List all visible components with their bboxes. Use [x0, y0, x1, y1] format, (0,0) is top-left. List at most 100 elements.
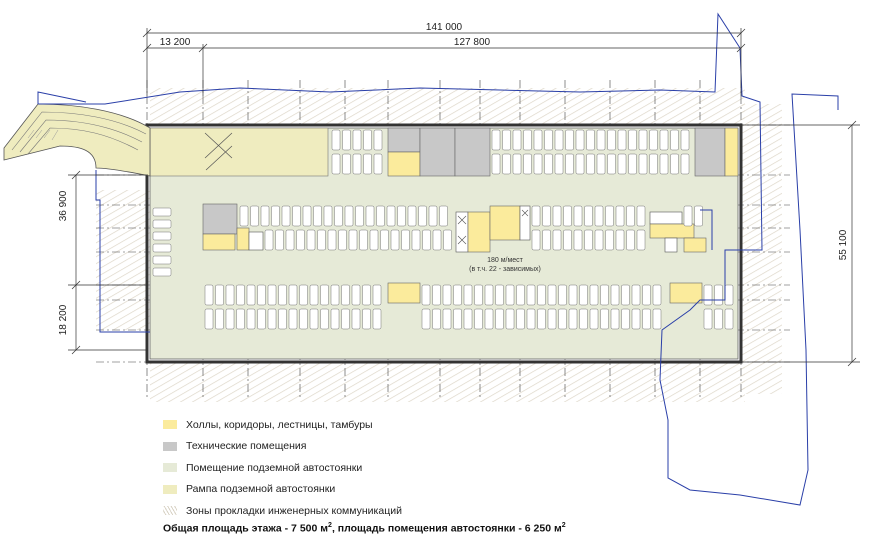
parking-stall: [260, 205, 270, 227]
parking-stall: [317, 229, 326, 251]
parking-stall: [615, 205, 625, 227]
parking-stall: [250, 205, 259, 227]
parking-stall: [474, 308, 483, 330]
parking-stall: [505, 284, 515, 306]
parking-stall: [484, 308, 494, 330]
parking-stall: [288, 308, 298, 330]
legend-label: Рампа подземной автостоянки: [186, 483, 336, 496]
parking-stall: [537, 284, 546, 306]
parking-stall: [714, 308, 723, 330]
parking-area-unit-sup: 2: [561, 522, 566, 529]
parking-stall: [523, 153, 532, 175]
parking-stall: [359, 229, 368, 251]
parking-stall: [526, 308, 536, 330]
building-cores: [202, 127, 739, 304]
legend-item-halls: Холлы, коридоры, лестницы, тамбуры: [163, 414, 723, 436]
parking-stall: [331, 153, 341, 175]
dim-left-upper: 36 900: [58, 190, 69, 221]
parking-stall: [617, 153, 627, 175]
parking-stall: [596, 129, 606, 151]
parking-stall: [526, 284, 536, 306]
parking-stall: [542, 205, 551, 227]
parking-stall: [281, 205, 291, 227]
parking-stall: [432, 229, 442, 251]
parking-stall: [659, 153, 669, 175]
parking-stall: [302, 205, 312, 227]
utility-zones: [96, 88, 782, 402]
parking-stall: [631, 308, 641, 330]
parking-stall: [495, 308, 504, 330]
parking-stall: [355, 205, 364, 227]
parking-stall: [621, 308, 630, 330]
parking-stall: [533, 153, 543, 175]
parking-stall: [306, 229, 316, 251]
parking-stall: [390, 229, 400, 251]
parking-stall: [453, 308, 462, 330]
parking-stall: [575, 153, 585, 175]
legend-swatch-ramp: [163, 484, 177, 494]
parking-stall: [386, 205, 396, 227]
parking-stall: [338, 229, 347, 251]
parking-stall: [512, 129, 522, 151]
parking-stall: [610, 308, 620, 330]
parking-stall: [694, 205, 703, 227]
parking-stall: [236, 284, 245, 306]
parking-stall: [544, 153, 553, 175]
legend-item-ramp: Рампа подземной автостоянки: [163, 479, 723, 501]
parking-stall: [531, 229, 541, 251]
parking-stall: [313, 205, 322, 227]
parking-dependent-label: (в т.ч. 22 - зависимых): [469, 266, 541, 273]
parking-stall: [586, 153, 595, 175]
parking-stall: [516, 284, 525, 306]
parking-stall: [428, 205, 438, 227]
parking-stall: [215, 284, 224, 306]
parking-stall: [495, 284, 504, 306]
parking-stall: [552, 229, 562, 251]
parking-stall: [442, 308, 452, 330]
total-area-unit-sup: 2: [328, 522, 332, 529]
parking-stall: [439, 205, 448, 227]
legend-swatch-halls: [163, 420, 177, 430]
dim-right-segment: 127 800: [454, 37, 491, 48]
parking-stall: [330, 308, 340, 330]
parking-stall: [432, 308, 441, 330]
parking-stall: [703, 284, 713, 306]
parking-stall: [341, 308, 350, 330]
parking-stall: [605, 205, 614, 227]
parking-stall: [443, 229, 452, 251]
parking-stall: [299, 284, 308, 306]
parking-stall: [418, 205, 427, 227]
parking-stall: [586, 129, 595, 151]
parking-stall: [573, 205, 583, 227]
legend-swatch-utility: [163, 506, 177, 516]
parking-stall: [376, 205, 385, 227]
entry-ramp: [3, 103, 151, 177]
parking-stall: [615, 229, 625, 251]
legend-label: Холлы, коридоры, лестницы, тамбуры: [186, 418, 373, 431]
parking-stall: [407, 205, 417, 227]
parking-stall: [152, 255, 172, 265]
parking-stall: [584, 205, 593, 227]
parking-stall: [636, 229, 646, 251]
parking-stall: [246, 308, 256, 330]
parking-stall: [554, 153, 564, 175]
parking-stall: [267, 284, 277, 306]
parking-stall: [724, 284, 734, 306]
parking-stall: [292, 205, 301, 227]
parking-stall: [152, 231, 172, 241]
parking-stall: [275, 229, 284, 251]
parking-stall: [491, 129, 501, 151]
parking-stalls: [152, 129, 734, 330]
parking-stall: [215, 308, 224, 330]
parking-stall: [411, 229, 421, 251]
parking-stall: [152, 219, 172, 229]
parking-stall: [331, 129, 341, 151]
parking-stall: [680, 153, 690, 175]
parking-stall: [568, 308, 578, 330]
parking-stall: [523, 129, 532, 151]
parking-stall: [649, 153, 658, 175]
legend-swatch-parking: [163, 463, 177, 473]
parking-stall: [363, 153, 372, 175]
parking-stall: [369, 229, 379, 251]
parking-stall: [309, 308, 319, 330]
